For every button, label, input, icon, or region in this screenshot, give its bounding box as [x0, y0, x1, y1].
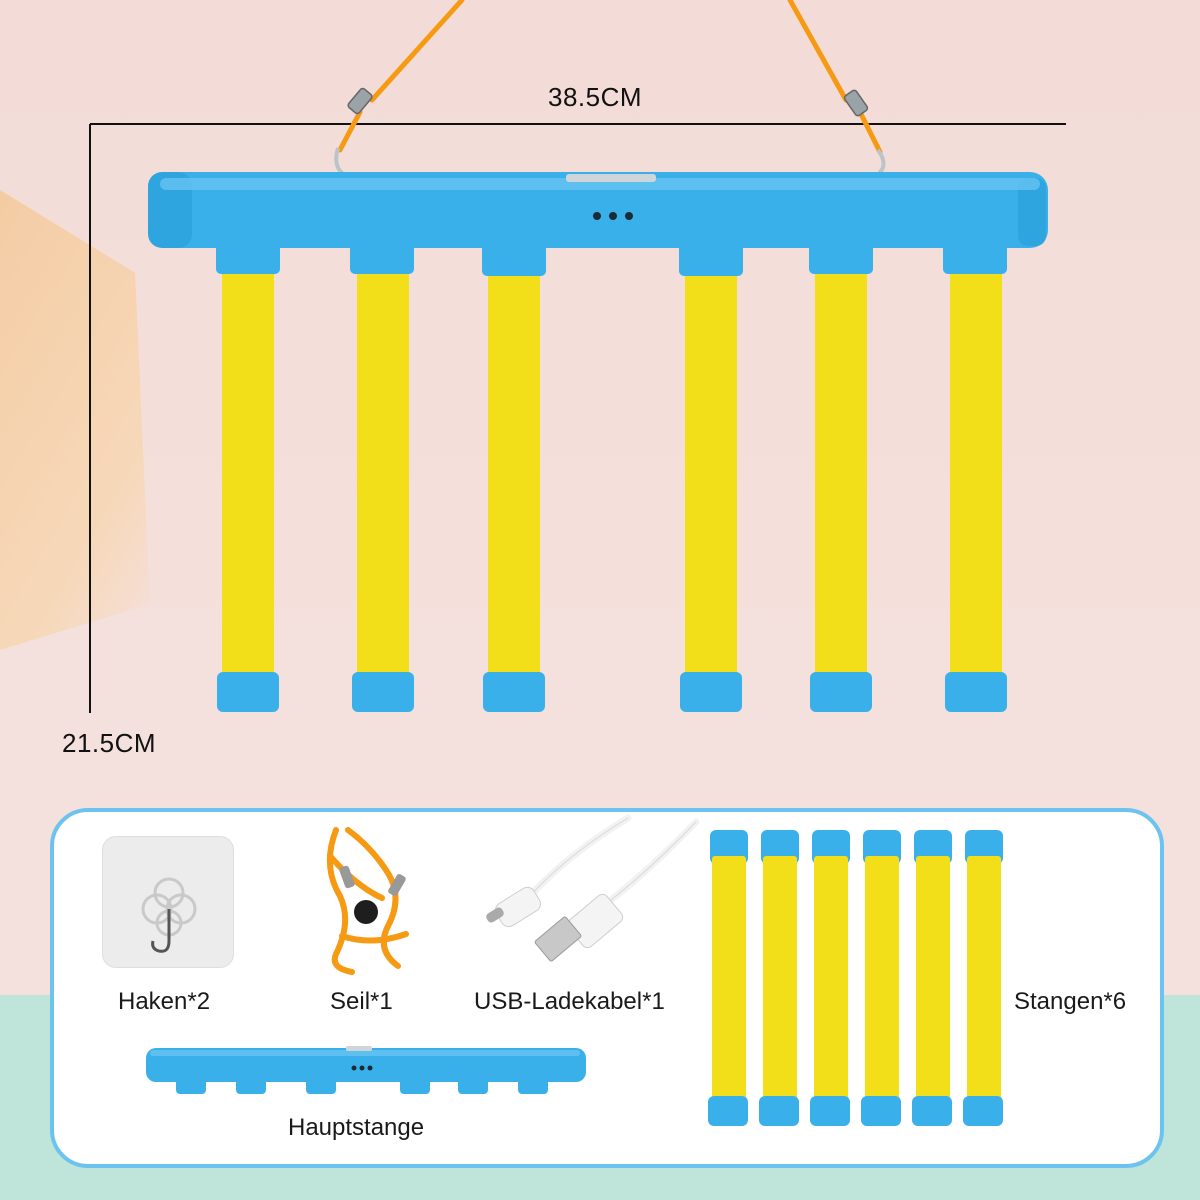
- foam-stick: [680, 270, 742, 712]
- hook-label: Haken*2: [118, 988, 211, 1015]
- product-illustration: [89, 0, 1066, 713]
- foam-stick: [217, 268, 279, 712]
- foam-stick: [352, 268, 414, 712]
- foam-stick: [708, 830, 748, 1126]
- usb-cable-label: USB-Ladekabel*1: [474, 988, 665, 1015]
- foam-stick: [810, 268, 872, 712]
- foam-sticks-icon: [708, 830, 1003, 1126]
- rope-icon: [326, 827, 409, 975]
- usb-cable-icon: [486, 814, 700, 962]
- hero-foam-sticks: [217, 268, 1007, 712]
- foam-stick: [810, 830, 850, 1126]
- main-bar-icon: [146, 1046, 586, 1094]
- foam-stick: [963, 830, 1003, 1126]
- foam-stick: [945, 268, 1007, 712]
- height-dimension-label: 21.5CM: [62, 728, 157, 758]
- foam-stick: [912, 830, 952, 1126]
- width-dimension-label: 38.5CM: [548, 82, 643, 112]
- hook-icon: [102, 836, 234, 968]
- rope-label: Seil*1: [330, 988, 393, 1015]
- foam-sticks-label: Stangen*6: [1014, 988, 1127, 1015]
- main-bar-icon: [148, 172, 1048, 248]
- foam-stick: [861, 830, 901, 1126]
- rope-clip-icon: [347, 87, 869, 117]
- foam-stick: [483, 270, 545, 712]
- foam-stick: [759, 830, 799, 1126]
- rope-icon: [337, 0, 883, 155]
- main-bar-label: Hauptstange: [288, 1114, 425, 1141]
